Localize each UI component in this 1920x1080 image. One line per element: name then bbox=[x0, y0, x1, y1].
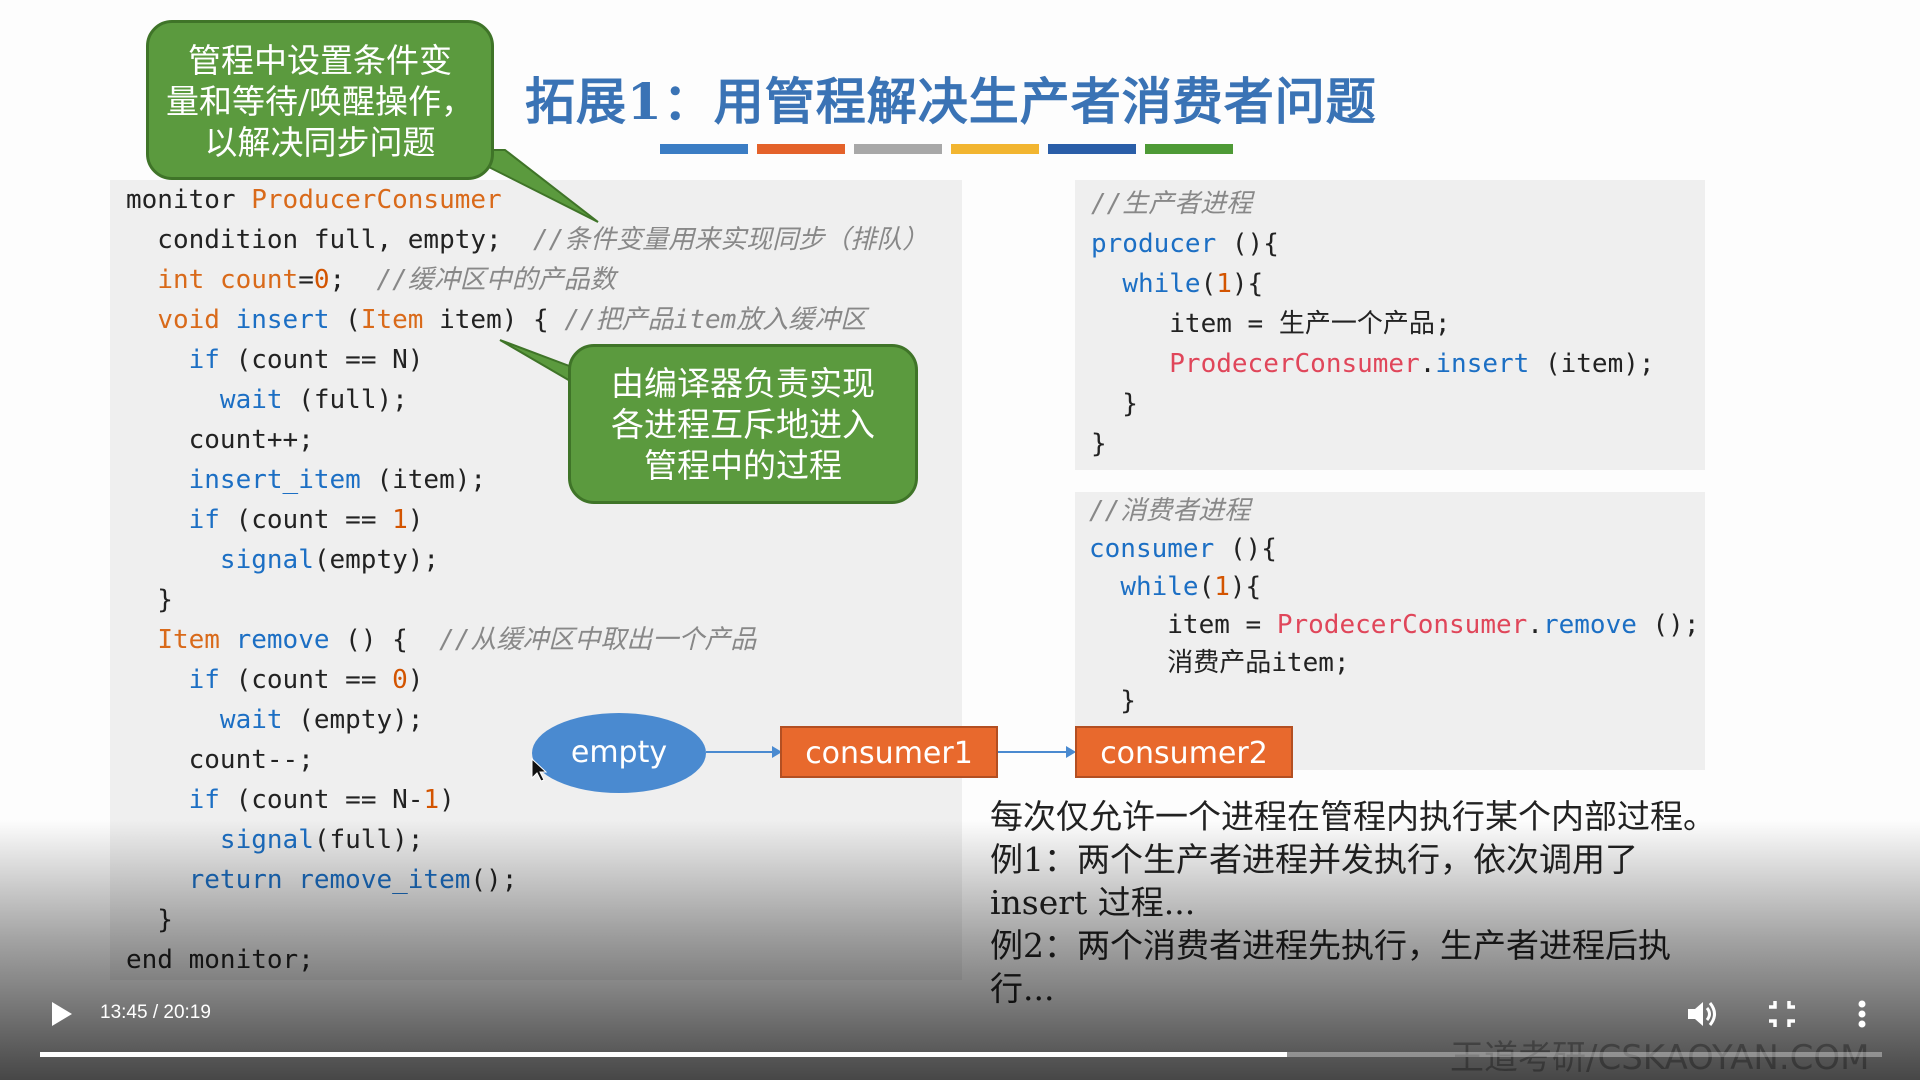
explain-line: 每次仅允许一个进程在管程内执行某个内部过程。 bbox=[990, 797, 1716, 836]
more-options-button[interactable] bbox=[1844, 996, 1880, 1032]
producer-code-panel: //生产者进程 producer (){ while(1){ item = 生产… bbox=[1075, 180, 1705, 470]
play-icon bbox=[52, 1002, 72, 1026]
title-stripe bbox=[1048, 144, 1136, 154]
time-display: 13:45 / 20:19 bbox=[100, 1002, 211, 1023]
title-stripe bbox=[757, 144, 845, 154]
title-stripe bbox=[951, 144, 1039, 154]
consumer2-box: consumer2 bbox=[1075, 726, 1293, 778]
slide-title: 拓展1：用管程解决生产者消费者问题 bbox=[525, 72, 1377, 131]
title-color-stripes bbox=[660, 144, 1235, 154]
title-stripe bbox=[854, 144, 942, 154]
more-vert-icon bbox=[1858, 1000, 1866, 1028]
consumer-code: //消费者进程 consumer (){ while(1){ item = Pr… bbox=[1089, 496, 1700, 716]
title-stripe bbox=[660, 144, 748, 154]
exit-fullscreen-button[interactable] bbox=[1764, 996, 1800, 1032]
volume-button[interactable] bbox=[1684, 996, 1720, 1032]
producer-code: //生产者进程 producer (){ while(1){ item = 生产… bbox=[1091, 189, 1655, 459]
callout-top: 管程中设置条件变 量和等待/唤醒操作， 以解决同步问题 bbox=[146, 20, 494, 180]
explanation-text: 每次仅允许一个进程在管程内执行某个内部过程。 例1：两个生产者进程并发执行，依次… bbox=[990, 795, 1790, 1010]
consumer-code-panel: //消费者进程 consumer (){ while(1){ item = Pr… bbox=[1075, 492, 1705, 770]
explain-line: insert 过程... bbox=[990, 883, 1196, 922]
monitor-code: monitor ProducerConsumer condition full,… bbox=[126, 185, 929, 975]
consumer1-box: consumer1 bbox=[780, 726, 998, 778]
callout-middle: 由编译器负责实现 各进程互斥地进入 管程中的过程 bbox=[568, 344, 918, 504]
exit-fullscreen-icon bbox=[1769, 1001, 1795, 1027]
volume-icon bbox=[1688, 1002, 1716, 1026]
explain-line: 行... bbox=[990, 969, 1055, 1008]
play-button[interactable] bbox=[44, 998, 78, 1030]
explain-line: 例1：两个生产者进程并发执行，依次调用了 bbox=[990, 840, 1638, 879]
title-stripe bbox=[1145, 144, 1233, 154]
progress-bar[interactable] bbox=[40, 1052, 1882, 1057]
explain-line: 例2：两个消费者进程先执行，生产者进程后执 bbox=[990, 926, 1671, 965]
monitor-code-panel: monitor ProducerConsumer condition full,… bbox=[110, 180, 962, 980]
mouse-cursor-icon bbox=[531, 758, 547, 782]
empty-queue-oval: empty bbox=[532, 713, 706, 793]
progress-played bbox=[40, 1052, 1288, 1057]
